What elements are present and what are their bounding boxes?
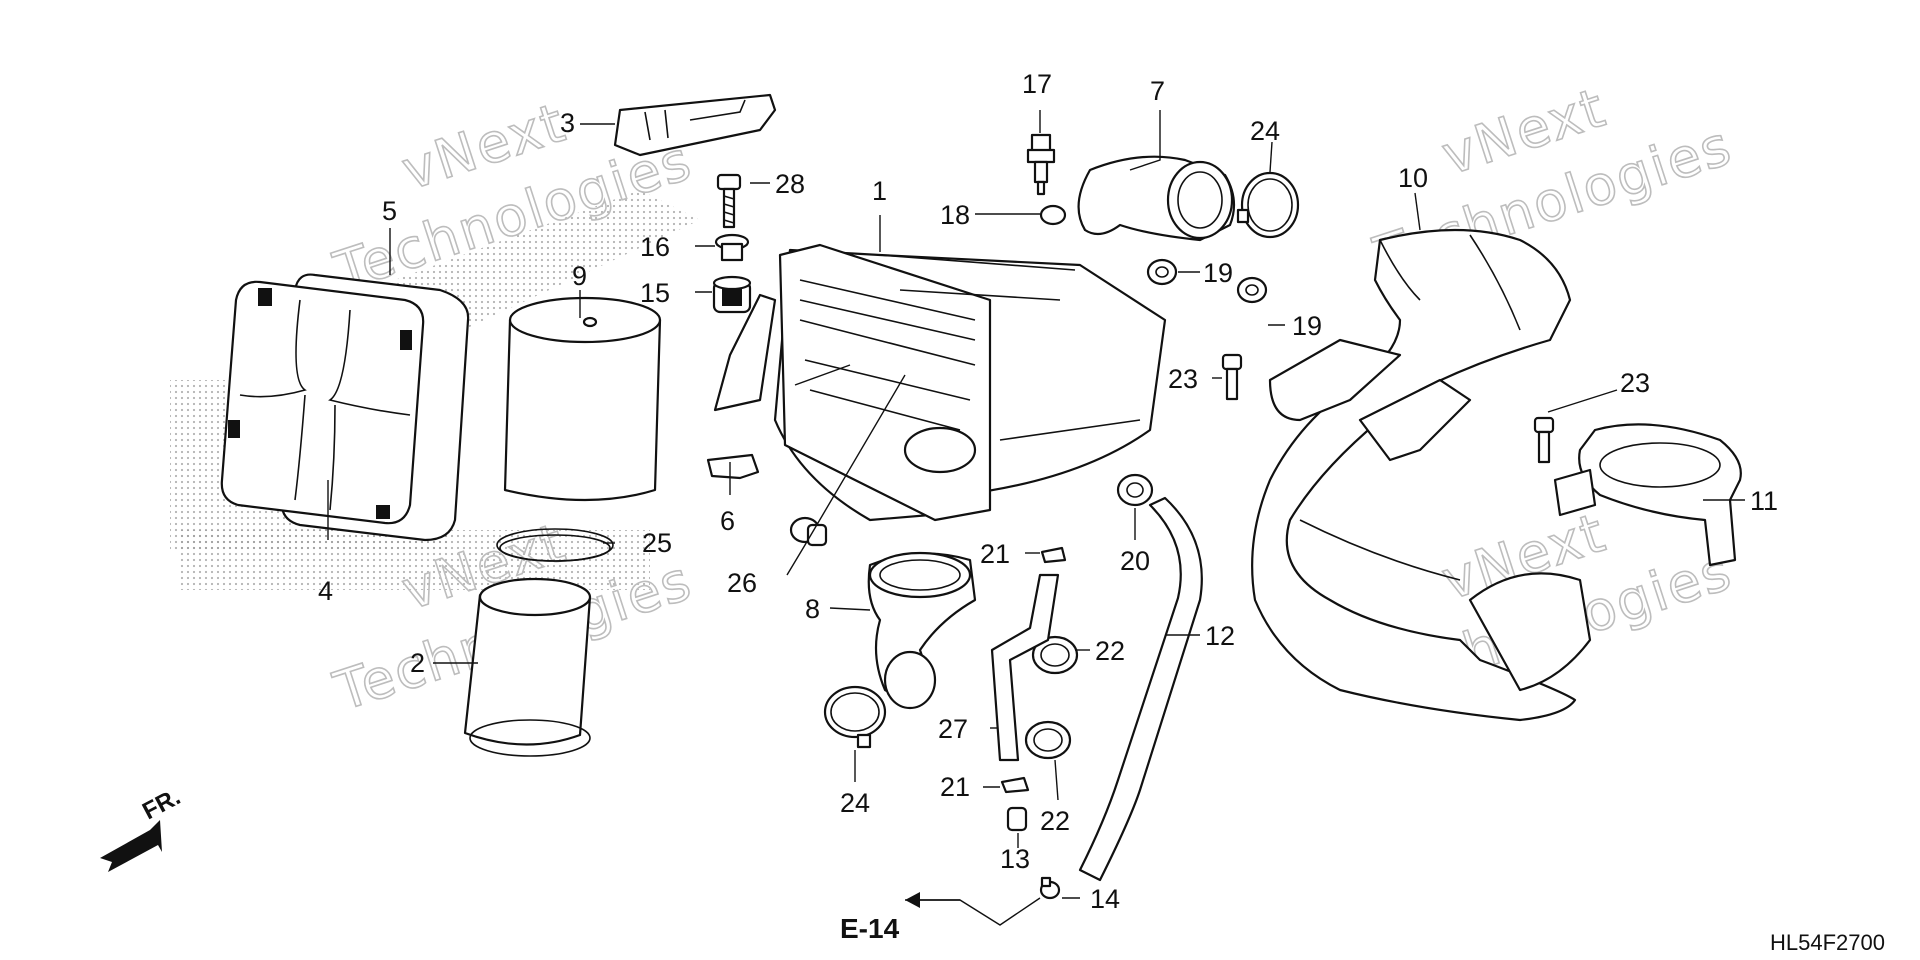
callout-11: 11 <box>1750 486 1778 516</box>
callout-15: 15 <box>640 278 670 308</box>
callout-26: 26 <box>727 568 757 598</box>
part-22-clamp-a <box>1031 635 1079 675</box>
part-21-clip-b <box>1000 776 1030 794</box>
part-27-hose <box>990 573 1060 762</box>
part-21-clip-a <box>1040 546 1067 564</box>
part-28-bolt <box>716 173 742 229</box>
callout-16: 16 <box>640 232 670 262</box>
part-6-clip <box>706 453 760 480</box>
part-19-nut-a <box>1146 258 1178 286</box>
part-22-clamp-b <box>1024 720 1072 760</box>
callout-9: 9 <box>572 261 587 291</box>
part-9-air-filter <box>503 296 662 502</box>
part-18-grommet <box>1039 204 1067 226</box>
part-23-bolt-b <box>1533 416 1555 464</box>
callout-6: 6 <box>720 506 735 536</box>
callout-5: 5 <box>382 196 397 226</box>
reference-label: E-14 <box>840 913 900 944</box>
diagram-code: HL54F2700 <box>1770 930 1885 955</box>
callout-21a: 21 <box>980 539 1010 569</box>
front-direction-arrow: FR. <box>100 783 185 872</box>
front-direction-label: FR. <box>138 783 185 825</box>
leader-lines <box>327 110 1745 926</box>
part-23-bolt-a <box>1221 353 1243 401</box>
callout-27: 27 <box>938 714 968 744</box>
part-15-grommet <box>712 275 752 314</box>
part-8-connecting-duct <box>867 551 977 710</box>
callout-25: 25 <box>642 528 672 558</box>
callout-10: 10 <box>1398 163 1428 193</box>
callout-13: 13 <box>1000 844 1030 874</box>
callout-7: 7 <box>1150 76 1165 106</box>
callout-2: 2 <box>410 648 425 678</box>
callout-18: 18 <box>940 200 970 230</box>
part-2-filter-sleeve <box>463 577 592 757</box>
part-24-clamp-upper <box>1236 171 1300 239</box>
part-10-intake-duct <box>1251 228 1592 722</box>
callout-20: 20 <box>1120 546 1150 576</box>
callout-23b: 23 <box>1620 368 1650 398</box>
callout-1: 1 <box>872 176 887 206</box>
part-12-hose <box>1078 496 1203 882</box>
callout-22b: 22 <box>1040 806 1070 836</box>
callout-24b: 24 <box>840 788 870 818</box>
callout-28: 28 <box>775 169 805 199</box>
part-19-nut-b <box>1236 276 1268 304</box>
callout-19b: 19 <box>1292 311 1322 341</box>
part-26-plug <box>789 516 828 547</box>
callout-14: 14 <box>1090 884 1120 914</box>
callout-17: 17 <box>1022 69 1052 99</box>
part-7-intake-duct <box>1077 155 1236 242</box>
part-11-side-duct <box>1553 423 1742 567</box>
reference-arrow <box>905 892 960 908</box>
callout-21b: 21 <box>940 772 970 802</box>
part-25-clamp <box>496 528 614 562</box>
part-20-grommet <box>1116 473 1154 507</box>
callout-3: 3 <box>560 108 575 138</box>
part-3-cover <box>613 93 777 157</box>
callout-24a: 24 <box>1250 116 1280 146</box>
callout-19a: 19 <box>1203 258 1233 288</box>
callout-12: 12 <box>1205 621 1235 651</box>
part-13-fitting <box>1006 806 1028 832</box>
part-1-air-cleaner-case <box>713 243 1167 522</box>
part-callouts: 1 2 3 4 5 6 7 8 9 10 11 12 13 14 15 16 1… <box>318 69 1778 914</box>
callout-22a: 22 <box>1095 636 1125 666</box>
callout-8: 8 <box>805 594 820 624</box>
part-4-filter-frame <box>220 280 425 525</box>
part-14-clip <box>1039 876 1061 900</box>
part-24-clamp-lower <box>823 685 887 749</box>
part-16-washer <box>714 233 750 262</box>
callout-4: 4 <box>318 576 333 606</box>
part-17-sensor <box>1026 133 1056 196</box>
callout-23a: 23 <box>1168 364 1198 394</box>
